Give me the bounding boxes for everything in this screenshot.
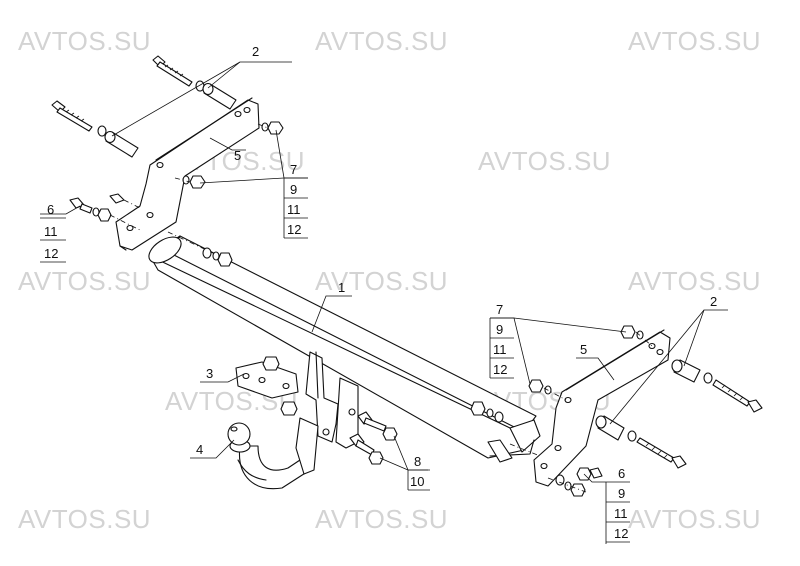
socket-plate	[235, 356, 299, 416]
callout-tube: 1	[338, 280, 345, 295]
callout-bracket-left: 5	[234, 148, 241, 163]
left-bracket	[115, 97, 260, 251]
callout-num: 6	[47, 202, 54, 217]
left-lower-bolt	[69, 193, 141, 231]
center-drop-bracket	[305, 351, 359, 449]
right-lower-bolt	[595, 415, 687, 469]
watermark: AVTOS.SU	[18, 26, 151, 56]
left-bracket-nuts	[174, 121, 284, 189]
callout-num: 9	[290, 182, 297, 197]
callout-num: 12	[614, 526, 628, 541]
callout-stack-center: 8 10	[407, 454, 430, 491]
watermark: AVTOS.SU	[628, 266, 761, 296]
callout-spacer-top: 2	[252, 44, 259, 59]
callouts: 2 5 1 5 2 3 4 6 11 12 7 9 11 12	[40, 44, 717, 544]
callout-num: 11	[493, 342, 507, 357]
tube-right-nuts	[470, 401, 504, 423]
center-bolts	[349, 411, 398, 465]
callout-stack-right-bottom: 6 9 11 12	[605, 466, 630, 544]
callout-num: 11	[287, 202, 301, 217]
right-bracket	[533, 329, 671, 487]
leader-lines	[40, 61, 728, 483]
watermark: AVTOS.SU	[478, 146, 611, 176]
right-bracket-nuts	[528, 325, 653, 401]
callout-num: 9	[618, 486, 625, 501]
right-upper-bolt	[671, 359, 763, 413]
callout-num: 12	[493, 362, 507, 377]
tube-left-nuts	[202, 247, 233, 267]
callout-stack-top: 7 9 11 12	[283, 162, 308, 239]
callout-num: 12	[287, 222, 301, 237]
callout-num: 7	[496, 302, 503, 317]
right-lower-fixings	[547, 467, 603, 497]
callout-socket-plate: 3	[206, 366, 213, 381]
tow-ball	[227, 417, 319, 490]
watermark: AVTOS.SU	[315, 26, 448, 56]
callout-tow-ball: 4	[196, 442, 203, 457]
callout-spacer-right: 2	[710, 294, 717, 309]
callout-num: 11	[614, 506, 628, 521]
callout-num: 7	[290, 162, 297, 177]
watermark: AVTOS.SU	[315, 266, 448, 296]
watermark: AVTOS.SU	[628, 26, 761, 56]
watermark: AVTOS.SU	[628, 504, 761, 534]
callout-num: 9	[496, 322, 503, 337]
watermarks: AVTOS.SU AVTOS.SU AVTOS.SU AVTOS.SU AVTO…	[18, 26, 761, 534]
callout-num: 8	[414, 454, 421, 469]
callout-stack-right-top: 7 9 11 12	[489, 302, 514, 379]
callout-num: 6	[618, 466, 625, 481]
watermark: AVTOS.SU	[18, 504, 151, 534]
callout-stack-left: 6 11 12	[40, 202, 66, 263]
main-tube	[148, 231, 561, 465]
callout-bracket-right: 5	[580, 342, 587, 357]
callout-num: 10	[410, 474, 424, 489]
callout-num: 11	[44, 224, 58, 239]
callout-num: 12	[44, 246, 58, 261]
left-middle-bolt	[51, 100, 139, 158]
watermark: AVTOS.SU	[315, 504, 448, 534]
watermark: AVTOS.SU	[18, 266, 151, 296]
left-top-bolt	[152, 55, 237, 110]
